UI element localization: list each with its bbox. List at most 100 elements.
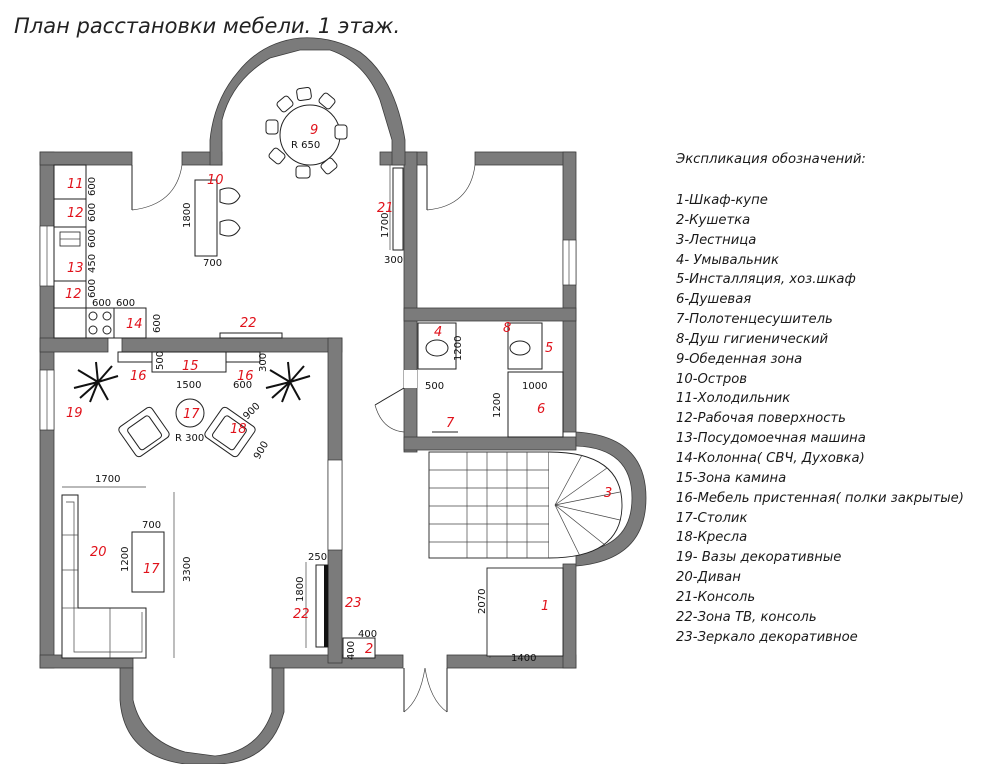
number-label: 12 <box>67 206 84 221</box>
dimension-label: 1200 <box>492 393 503 418</box>
number-label: 10 <box>207 173 224 188</box>
armchair <box>118 406 256 458</box>
dimension-label: 1800 <box>182 203 193 228</box>
legend-item: 8-Душ гигиенический <box>676 331 829 347</box>
dining-zone <box>265 86 348 179</box>
dimension-label: 600 <box>87 279 98 298</box>
dimension-label: 3300 <box>182 557 193 582</box>
dimension-label: 600 <box>87 177 98 196</box>
legend-item: 20-Диван <box>676 570 741 586</box>
bathroom-furniture <box>417 322 564 438</box>
number-label: 7 <box>446 416 455 431</box>
legend-item: 15-Зона камина <box>676 470 787 486</box>
number-label: 6 <box>537 402 545 417</box>
number-label: 16 <box>237 369 254 384</box>
dimension-label: 1000 <box>522 381 547 392</box>
legend-item: 12-Рабочая поверхность <box>676 411 846 427</box>
wall <box>562 151 577 433</box>
living-furniture <box>61 332 329 659</box>
dimension-label: 600 <box>116 298 135 309</box>
dimension-label: 1800 <box>295 577 306 602</box>
number-label: 23 <box>345 596 362 611</box>
legend-item: 2-Кушетка <box>676 212 751 228</box>
wardrobe <box>486 567 564 657</box>
legend-item: 10-Остров <box>676 371 748 387</box>
sofa <box>61 494 147 659</box>
legend-item: 19- Вазы декоративные <box>676 550 842 566</box>
doors <box>131 164 476 713</box>
shower <box>507 371 564 438</box>
wall <box>119 667 285 764</box>
dimension-label: 400 <box>358 629 377 640</box>
kitchen-furniture <box>53 164 404 339</box>
bar-stool <box>219 187 241 237</box>
number-label: 3 <box>604 486 612 501</box>
legend-item: 6-Душевая <box>676 292 752 308</box>
couch <box>342 637 376 659</box>
dishwasher <box>53 226 87 282</box>
number-label: 2 <box>365 642 373 657</box>
coffee-table-17 <box>131 531 165 593</box>
dimension-label: 400 <box>346 641 357 660</box>
dimension-label: 2070 <box>477 589 488 614</box>
wall <box>575 431 647 567</box>
wall <box>403 151 418 453</box>
number-label: 22 <box>240 316 257 331</box>
legend-title: Экспликация обозначений: <box>676 152 866 167</box>
number-label: 14 <box>126 317 143 332</box>
dimension-label: 250 <box>308 552 327 563</box>
island <box>194 179 218 257</box>
number-label: 17 <box>143 562 160 577</box>
dimension-lines <box>62 165 491 658</box>
wall <box>403 307 577 322</box>
shelves <box>225 351 261 363</box>
number-label: 9 <box>310 123 318 138</box>
dimension-label: 1700 <box>95 474 120 485</box>
dimension-label: 600 <box>152 314 163 333</box>
dimension-label: 700 <box>142 520 161 531</box>
number-label: 1 <box>541 599 549 614</box>
number-label: 15 <box>182 359 199 374</box>
legend-item: 14-Колонна( СВЧ, Духовка) <box>676 450 865 466</box>
opening <box>327 459 343 551</box>
legend-item: 16-Мебель пристенная( полки закрытые) <box>676 490 964 506</box>
legend-item: 3-Лестница <box>676 232 757 248</box>
installation <box>507 322 543 370</box>
number-label: 13 <box>67 261 84 276</box>
number-label: 22 <box>293 607 310 622</box>
number-label: 8 <box>503 321 511 336</box>
legend-item: 22-Зона ТВ, консоль <box>676 609 817 625</box>
legend-item: 23-Зеркало декоративное <box>676 629 858 645</box>
dimension-label: 700 <box>203 258 222 269</box>
number-label: 17 <box>183 407 200 422</box>
legend-item: 13-Посудомоечная машина <box>676 431 866 447</box>
number-label: 12 <box>65 287 82 302</box>
console-21 <box>392 167 404 251</box>
number-label: 21 <box>377 201 394 216</box>
legend-item: 21-Консоль <box>676 589 756 605</box>
windows <box>39 225 577 551</box>
wall <box>39 151 133 166</box>
dimension-label: 900 <box>252 439 271 461</box>
legend-item: 7-Полотенцесушитель <box>676 312 833 328</box>
legend-item: 9-Обеденная зона <box>676 351 803 367</box>
dimension-label: 1200 <box>120 547 131 572</box>
stairs <box>342 451 623 659</box>
legend-item: 18-Кресла <box>676 530 748 546</box>
dimension-label: 1700 <box>380 213 391 238</box>
dimension-label: 300 <box>258 353 269 372</box>
legend-item: 5-Инсталляция, хоз.шкаф <box>676 272 856 288</box>
dimension-label: 1400 <box>511 653 536 664</box>
dimension-label: 900 <box>241 401 262 422</box>
legend-item: 4- Умывальник <box>676 252 779 268</box>
dimension-label: 500 <box>425 381 444 392</box>
column <box>113 307 147 339</box>
dimension-label: 1500 <box>176 380 201 391</box>
washbasin <box>417 322 457 370</box>
wall <box>562 563 577 669</box>
dimension-label: 500 <box>155 351 166 370</box>
legend: Экспликация обозначений: 1-Шкаф-купе 2-К… <box>676 152 986 647</box>
tv-zone <box>219 332 283 339</box>
dimension-label: R 300 <box>175 433 204 444</box>
